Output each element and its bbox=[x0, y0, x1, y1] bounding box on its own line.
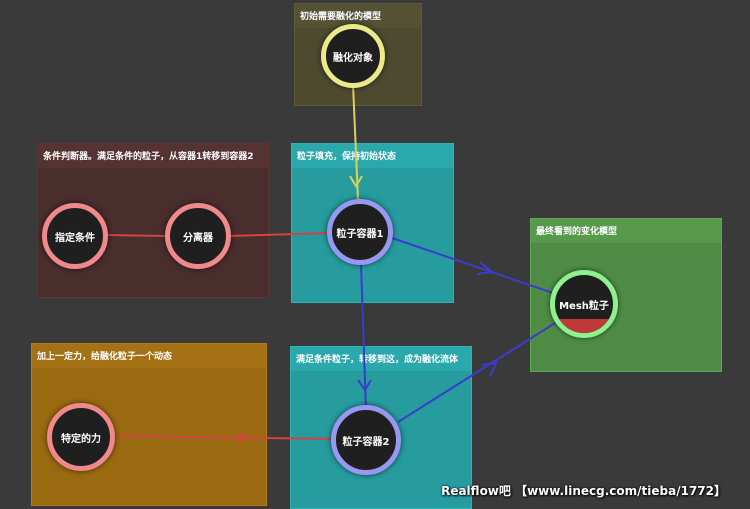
node-label: 特定的力 bbox=[61, 433, 101, 445]
mesh-progress-bar bbox=[555, 319, 613, 333]
panel-title: 粒子填充，保持初始状态 bbox=[292, 144, 453, 168]
wire-container2-to-mesh bbox=[397, 319, 561, 423]
panel-title: 条件判断器。满足条件的粒子，从容器1转移到容器2 bbox=[38, 144, 268, 168]
wire-arrow bbox=[349, 175, 363, 188]
node-label: 分离器 bbox=[183, 232, 213, 244]
wire-arrow bbox=[357, 379, 372, 392]
panel-condition: 条件判断器。满足条件的粒子，从容器1转移到容器2 bbox=[37, 143, 269, 298]
node-label: 融化对象 bbox=[333, 52, 373, 64]
wire-container1-to-mesh bbox=[391, 237, 554, 294]
node-label: Mesh粒子 bbox=[559, 300, 609, 312]
node-condition[interactable]: 指定条件 bbox=[42, 203, 108, 269]
node-melt-object[interactable]: 融化对象 bbox=[321, 24, 385, 88]
node-splitter[interactable]: 分离器 bbox=[165, 203, 231, 269]
wire-arrow bbox=[481, 361, 498, 377]
node-container1[interactable]: 粒子容器1 bbox=[327, 199, 393, 265]
panel-title: 加上一定力，给融化粒子一个动态 bbox=[32, 344, 266, 368]
wire-arrow bbox=[476, 261, 495, 275]
node-label: 指定条件 bbox=[55, 232, 95, 244]
node-mesh[interactable]: Mesh粒子 bbox=[550, 270, 618, 338]
panel-title: 满足条件粒子，转移到这，成为融化流体 bbox=[291, 347, 471, 371]
wire-condition-to-splitter bbox=[104, 234, 168, 237]
wire-force-to-container2 bbox=[119, 435, 335, 440]
watermark: Realflow吧 【www.linecg.com/tieba/1772】 bbox=[441, 484, 726, 498]
node-label: 粒子容器2 bbox=[342, 436, 390, 448]
wire-container1-to-container2 bbox=[360, 263, 367, 411]
panel-title: 最终看到的变化模型 bbox=[531, 219, 721, 243]
node-label: 粒子容器1 bbox=[336, 228, 384, 240]
node-container2[interactable]: 粒子容器2 bbox=[331, 405, 401, 475]
wire-melt-to-container1 bbox=[352, 83, 359, 201]
wire-splitter-to-container1 bbox=[228, 232, 331, 237]
wire-arrow bbox=[237, 431, 248, 443]
node-force[interactable]: 特定的力 bbox=[47, 403, 115, 471]
panel-melt-model: 初始需要融化的模型 bbox=[294, 3, 422, 106]
